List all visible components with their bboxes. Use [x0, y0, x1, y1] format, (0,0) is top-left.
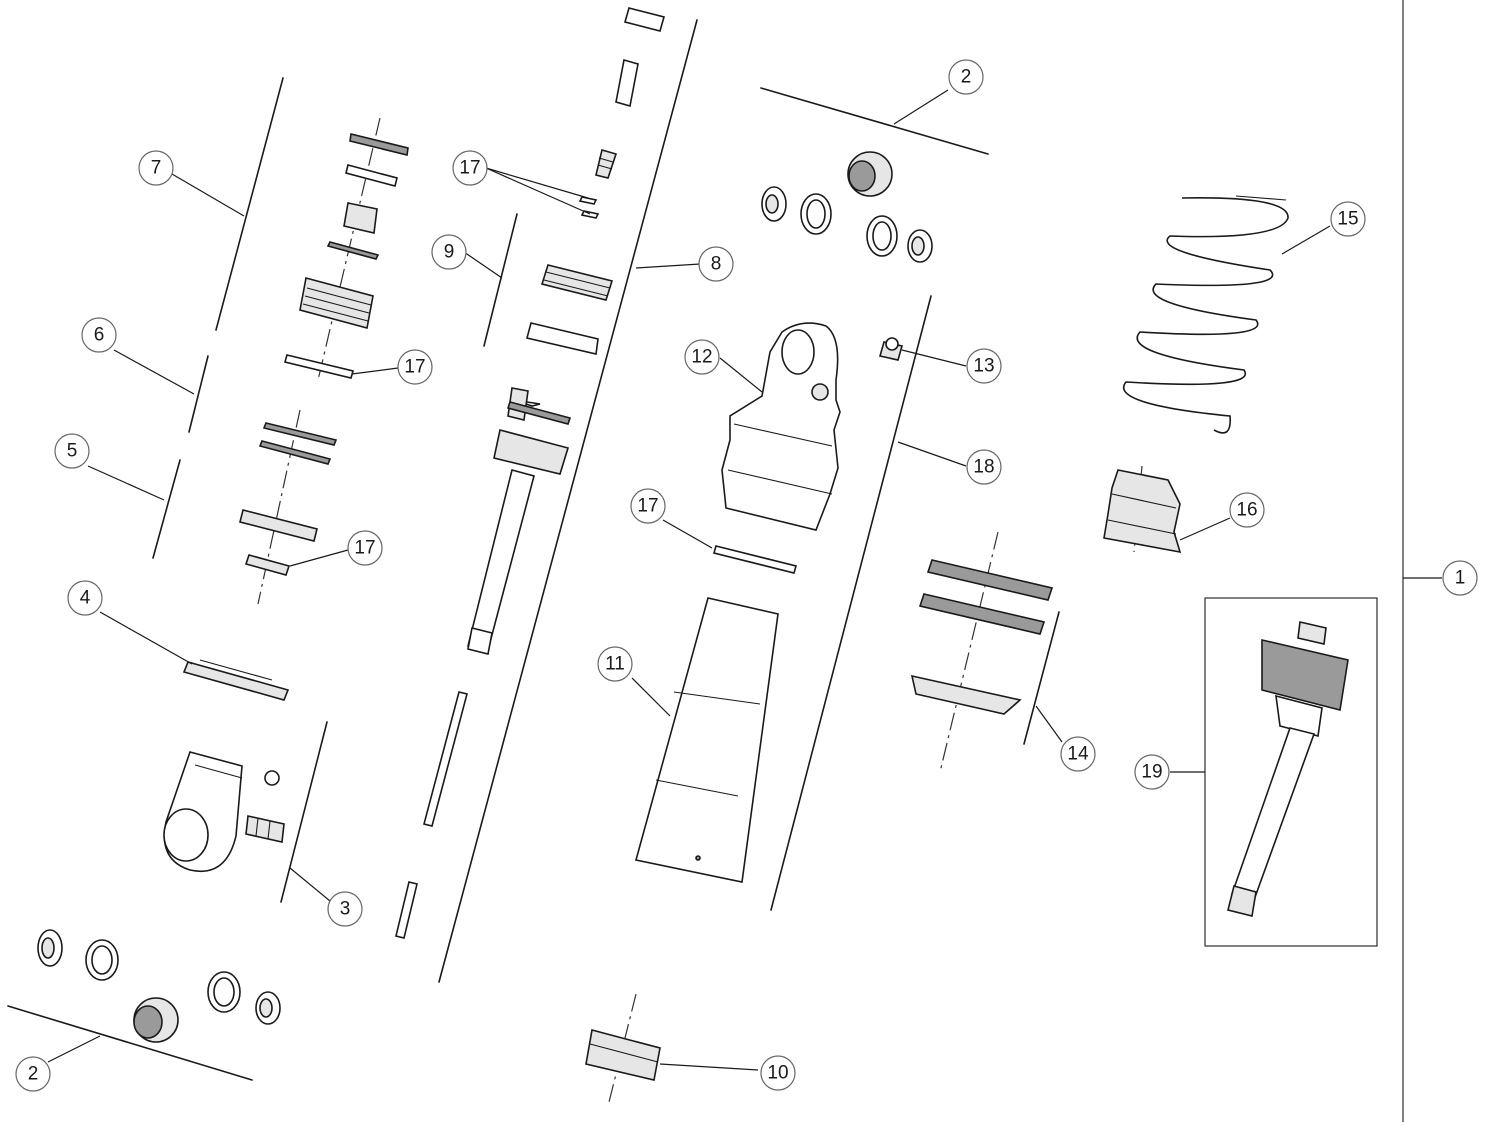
callout-18: 18 [966, 449, 1002, 485]
perch-rings-14 [910, 559, 1054, 715]
eyelet-3 [163, 751, 285, 872]
spacer-17b [244, 554, 291, 576]
callout-17-top: 17 [452, 150, 488, 186]
callout-7: 7 [138, 150, 174, 186]
group-bracket-lines [7, 19, 1060, 1081]
o-ring [326, 241, 380, 260]
leader-lines [47, 89, 1331, 1071]
seal-washer-17a [284, 354, 354, 379]
callout-4: 4 [67, 580, 103, 616]
small-parts-top [578, 7, 665, 219]
shim-6a [262, 422, 338, 446]
hardware-top-right [761, 151, 933, 263]
callout-11: 11 [597, 646, 633, 682]
frame-right-border [1402, 0, 1442, 1122]
callout-15: 15 [1330, 201, 1366, 237]
callout-17-top-label: 17 [459, 158, 480, 179]
rods [395, 691, 468, 939]
callout-14: 14 [1060, 736, 1096, 772]
callout-12: 12 [684, 339, 720, 375]
base-plate-4 [182, 659, 290, 701]
callout-18-label: 18 [973, 457, 994, 478]
piston-5 [239, 509, 318, 542]
washer [345, 164, 398, 187]
coil-spring-15 [1123, 195, 1289, 434]
body-tube-11 [635, 597, 779, 883]
shaft-assembly-19-box [1204, 597, 1378, 947]
callout-6: 6 [81, 317, 117, 353]
callout-19: 19 [1134, 754, 1170, 790]
callout-5-label: 5 [67, 441, 78, 462]
callout-13-label: 13 [973, 356, 994, 377]
callout-2-top: 2 [948, 59, 984, 95]
callout-10-label: 10 [767, 1063, 788, 1084]
callout-16-label: 16 [1236, 500, 1257, 521]
seal-head [299, 277, 374, 329]
callout-8: 8 [698, 246, 734, 282]
callout-17-lower-label: 17 [354, 538, 375, 559]
callout-9: 9 [431, 234, 467, 270]
damper-shaft [467, 387, 572, 655]
end-cap-10 [585, 1029, 661, 1081]
seal-17c [713, 545, 797, 574]
callout-13: 13 [966, 348, 1002, 384]
bumper-16 [1103, 469, 1182, 554]
callout-16: 16 [1229, 492, 1265, 528]
callout-4-label: 4 [80, 588, 91, 609]
fitting-13 [878, 337, 904, 361]
left-seal-stack [239, 133, 409, 576]
reservoir-body-12 [721, 322, 841, 531]
callout-17-right: 17 [630, 488, 666, 524]
seal-stack-9 [526, 264, 614, 355]
callout-17-right-label: 17 [637, 496, 658, 517]
callout-3-label: 3 [340, 899, 351, 920]
callout-1-label: 1 [1455, 568, 1466, 589]
bushing [343, 202, 378, 234]
callout-1: 1 [1442, 560, 1478, 596]
hardware-bottom-left [37, 929, 281, 1043]
callout-2-bottom: 2 [15, 1056, 51, 1092]
callout-3: 3 [327, 891, 363, 927]
callout-17-middle-label: 17 [404, 357, 425, 378]
shim-6b [258, 440, 332, 465]
callout-8-label: 8 [711, 254, 722, 275]
callout-6-label: 6 [94, 325, 105, 346]
backup-ring [349, 133, 409, 156]
callout-7-label: 7 [151, 158, 162, 179]
callout-19-label: 19 [1141, 762, 1162, 783]
callout-2-bottom-label: 2 [28, 1064, 39, 1085]
callout-15-label: 15 [1337, 209, 1358, 230]
callout-12-label: 12 [691, 347, 712, 368]
callout-14-label: 14 [1067, 744, 1089, 765]
callout-5: 5 [54, 433, 90, 469]
callout-17-lower: 17 [347, 530, 383, 566]
callout-10: 10 [760, 1055, 796, 1091]
callout-9-label: 9 [444, 242, 455, 263]
callout-11-label: 11 [605, 654, 625, 675]
callout-17-middle: 17 [397, 349, 433, 385]
callout-2-top-label: 2 [961, 67, 972, 88]
